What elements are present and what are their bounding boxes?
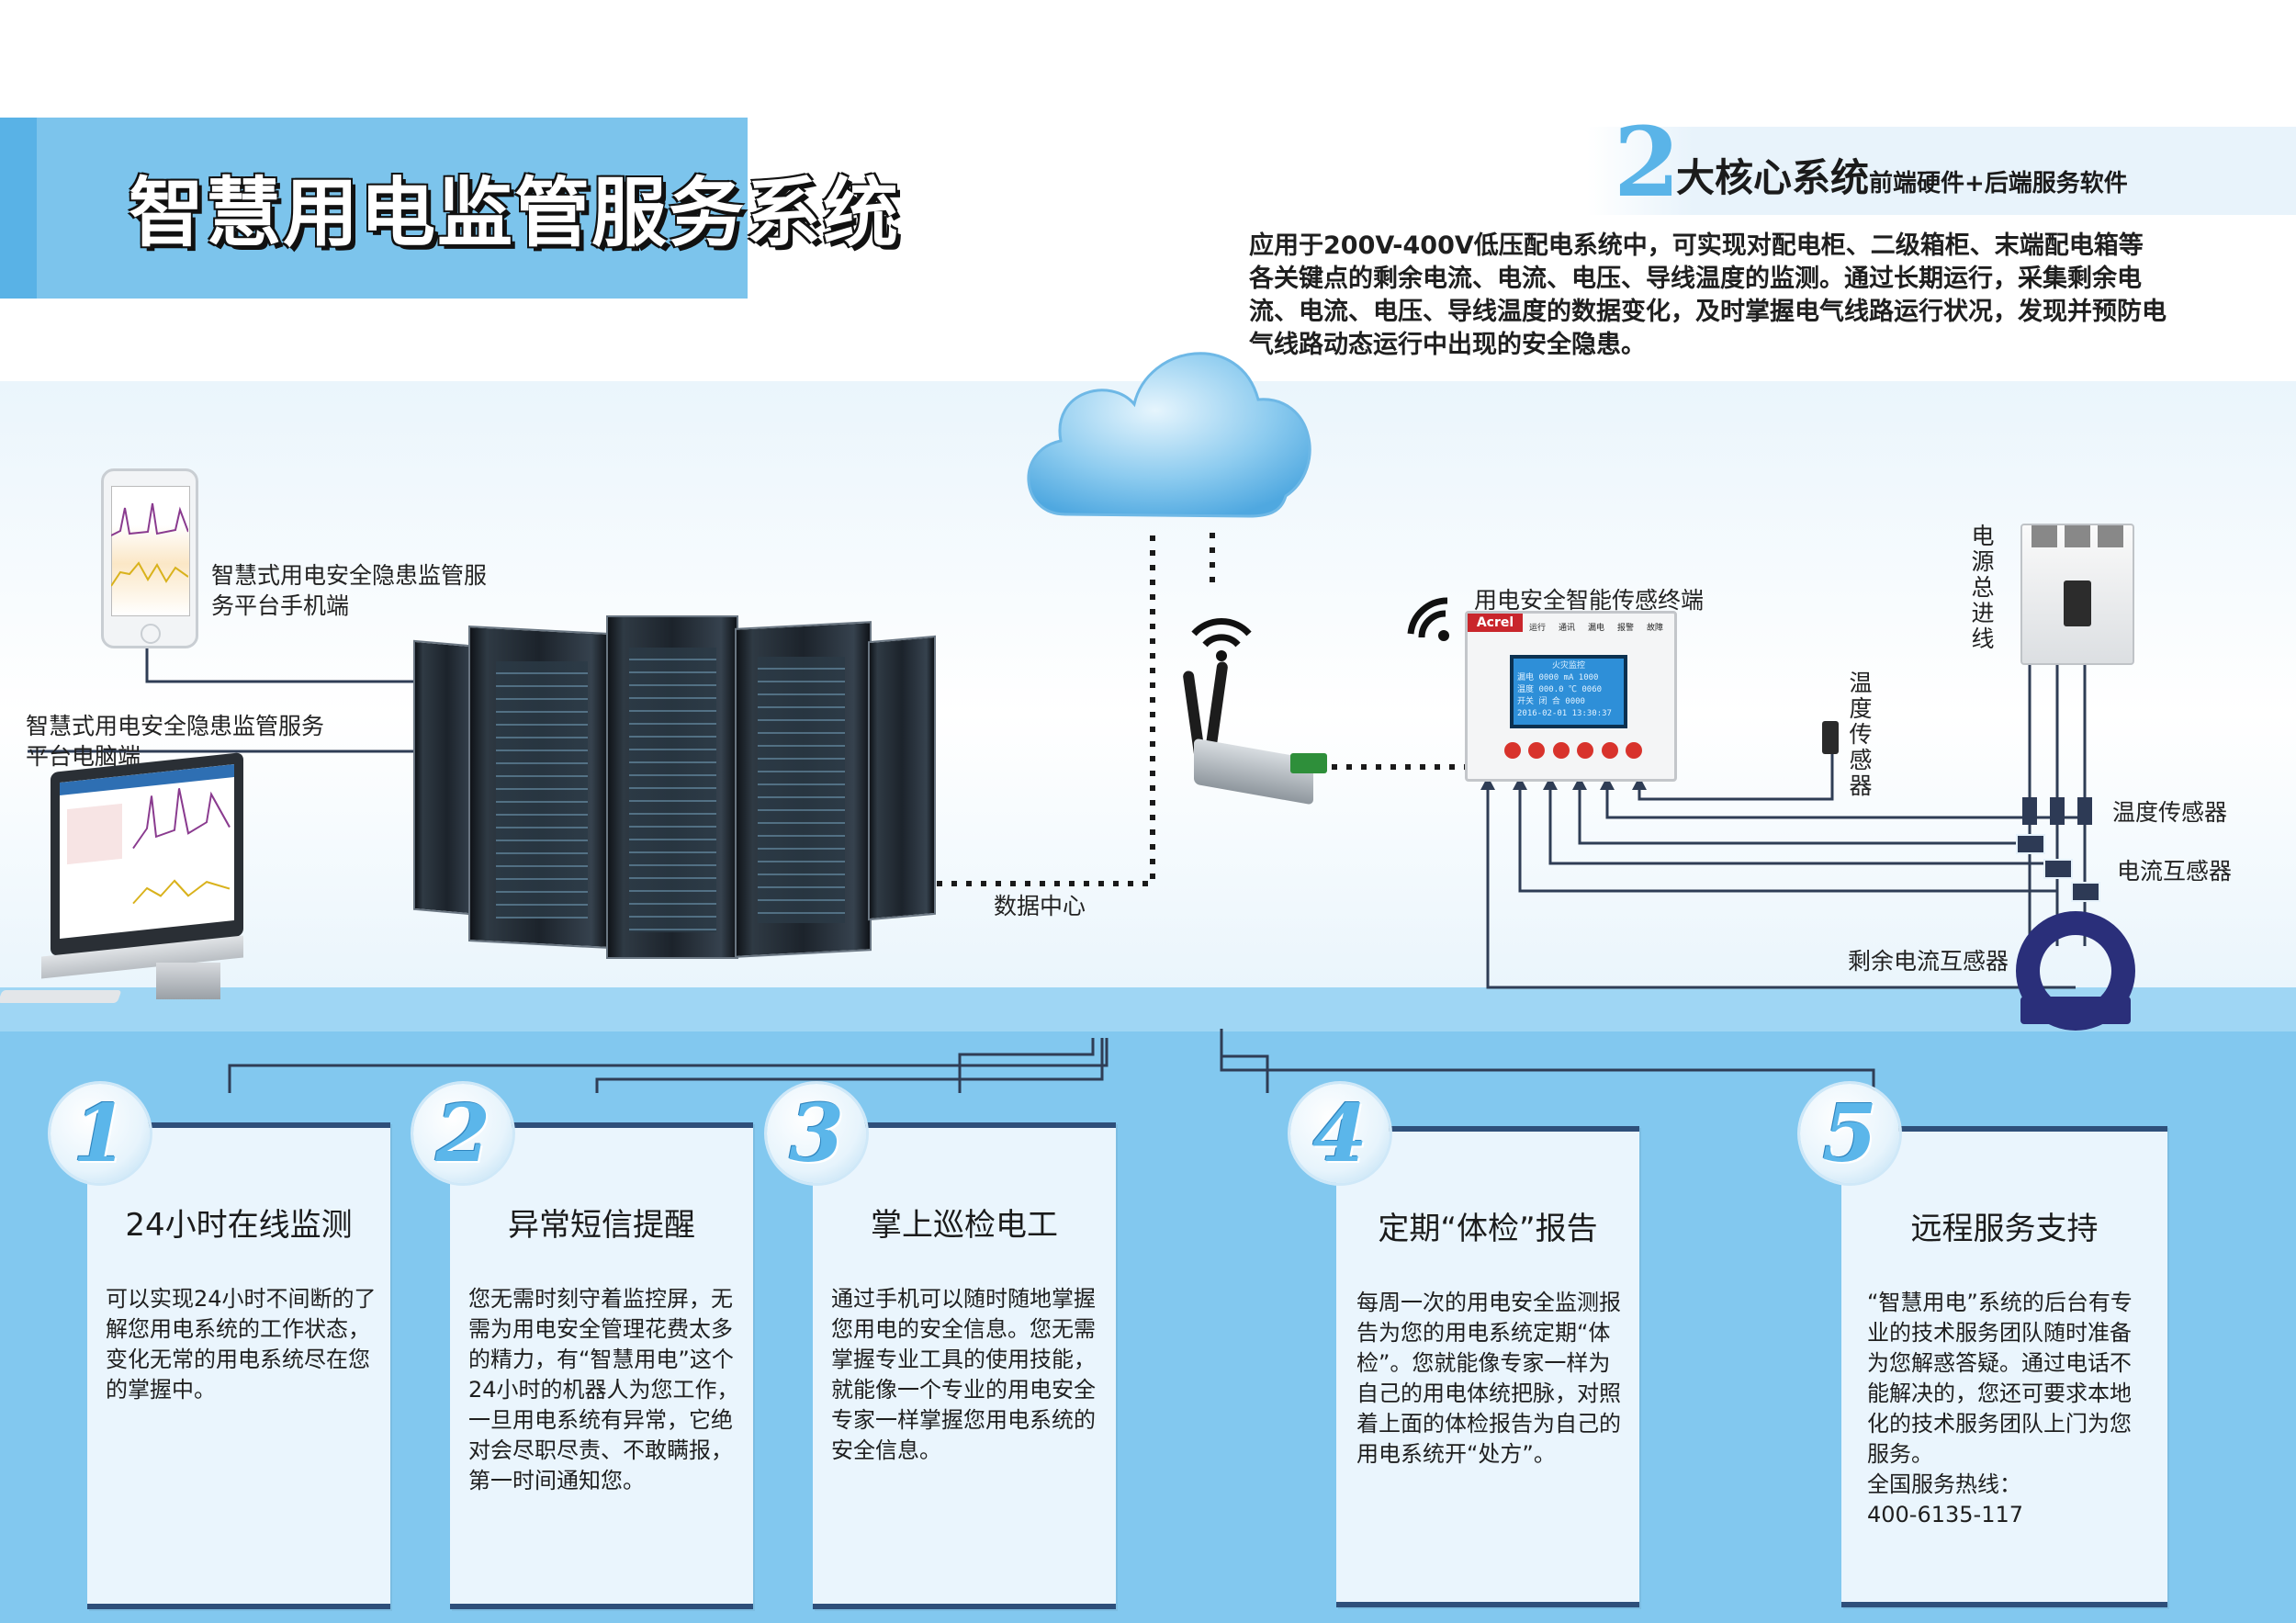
- cloud-icon: [1027, 352, 1311, 518]
- led-label: 报警: [1616, 624, 1634, 633]
- title-band: [0, 118, 748, 299]
- screen-value: 闭 合: [1538, 697, 1560, 706]
- screen-datetime: 2016-02-01 13:30:37: [1517, 709, 1612, 718]
- badge-number: 4: [1312, 1088, 1367, 1180]
- badge-number: 1: [73, 1088, 128, 1180]
- device-brand: Acrel: [1468, 614, 1523, 632]
- screen-label: 开关: [1517, 697, 1535, 706]
- core-number: 2: [1614, 106, 1681, 219]
- wireless-router-icon: [1182, 660, 1332, 808]
- mobile-phone-icon: [101, 468, 198, 648]
- feature-text: 每周一次的用电安全监测报告为您的用电系统定期“体检”。您就能像专家一样为自己的用…: [1356, 1290, 1621, 1467]
- terminal-label: 用电安全智能传感终端: [1474, 587, 1705, 614]
- badge-number: 5: [1822, 1088, 1877, 1180]
- screen-value: 0000 mA: [1538, 673, 1574, 682]
- screen-label: 温度: [1517, 685, 1535, 694]
- feature-title: 掌上巡检电工: [871, 1207, 1058, 1244]
- wifi-signal-icon: [1191, 618, 1252, 661]
- monitor-stand: [156, 963, 220, 999]
- feature-number-badge: 3: [767, 1084, 866, 1183]
- feature-text: 可以实现24小时不间断的了解您用电系统的工作状态，变化无常的用电系统尽在您的掌握…: [106, 1286, 377, 1403]
- device-led-row: 运行 通讯 漏电 报警 故障: [1523, 621, 1670, 648]
- led-label: 漏电: [1587, 624, 1604, 633]
- feature-title: 定期“体检”报告: [1378, 1211, 1598, 1247]
- datacenter-label: 数据中心: [994, 893, 1086, 919]
- computer-icon: [41, 751, 243, 979]
- led-label: 运行: [1528, 624, 1546, 633]
- device-wifi-icon: [1407, 597, 1449, 641]
- temp-sensor-label: 温度传感器: [2112, 799, 2228, 826]
- screen-label: 漏电: [1517, 673, 1535, 682]
- ct-label: 电流互感器: [2117, 858, 2233, 885]
- screen-num: 0000: [1565, 697, 1585, 706]
- screen-num: 0060: [1581, 685, 1603, 694]
- screen-value: 000.0 ℃: [1538, 685, 1577, 694]
- screen-title: 火灾监控: [1551, 661, 1585, 671]
- led-label: 故障: [1646, 624, 1663, 633]
- rct-base: [2020, 997, 2131, 1024]
- feature-title: 24小时在线监测: [125, 1207, 353, 1244]
- screen-num: 1000: [1578, 673, 1599, 682]
- feature-text: 您无需时刻守着监控屏，无需为用电安全管理花费太多的精力，有“智慧用电”这个24小…: [468, 1286, 739, 1493]
- feature-number-badge: 2: [413, 1084, 512, 1183]
- page-title: 智慧用电监管服务系统: [129, 170, 901, 257]
- temp-sensor-vertical-label: 温度传感器: [1849, 670, 1873, 799]
- feature-card-4: 定期“体检”报告 每周一次的用电安全监测报告为您的用电系统定期“体检”。您就能像…: [1336, 1126, 1639, 1607]
- badge-number: 2: [435, 1088, 490, 1180]
- intro-text: 应用于200V-400V低压配电系统中，可实现对配电柜、二级箱柜、末端配电箱等各…: [1249, 231, 2167, 359]
- device-buttons: [1504, 742, 1642, 761]
- core-band: [1587, 127, 2296, 215]
- feature-text: “智慧用电”系统的后台有专业的技术服务团队随时准备为您解惑答疑。通过电话不能解决…: [1867, 1290, 2133, 1467]
- circuit-breaker-icon: [2020, 524, 2134, 665]
- led-label: 通讯: [1558, 624, 1575, 633]
- feature-card-2: 异常短信提醒 您无需时刻守着监控屏，无需为用电安全管理花费太多的精力，有“智慧用…: [450, 1122, 753, 1609]
- power-inlet-label: 电源总进线: [1971, 523, 1995, 652]
- core-subtitle: 前端硬件+后端服务软件: [1869, 170, 2128, 197]
- feature-title: 远程服务支持: [1910, 1211, 2099, 1247]
- hotline-label: 全国服务热线：: [1867, 1471, 2021, 1497]
- core-title-main: 大核心系统: [1676, 155, 1870, 200]
- temperature-probe-icon: [1822, 721, 1839, 754]
- features-top-band: [0, 987, 2296, 1031]
- core-title: 大核心系统前端硬件+后端服务软件: [1676, 147, 2128, 203]
- hotline-number: 400-6135-117: [1867, 1502, 2024, 1527]
- device-screen: 火灾监控 漏电 0000 mA 1000 温度 000.0 ℃ 0060 开关 …: [1510, 655, 1627, 728]
- feature-text-block: “智慧用电”系统的后台有专业的技术服务团队随时准备为您解惑答疑。通过电话不能解决…: [1867, 1288, 2147, 1530]
- smart-terminal-device: Acrel 运行 通讯 漏电 报警 故障 火灾监控 漏电 0000 mA 100…: [1465, 611, 1677, 782]
- feature-text: 通过手机可以随时随地掌握您用电的安全信息。您无需掌握专业工具的使用技能，就能像一…: [831, 1286, 1096, 1463]
- feature-number-badge: 4: [1290, 1084, 1390, 1183]
- badge-number: 3: [789, 1088, 844, 1180]
- feature-number-badge: 5: [1800, 1084, 1899, 1183]
- keyboard-icon: [0, 990, 122, 1003]
- feature-number-badge: 1: [51, 1084, 150, 1183]
- mobile-label: 智慧式用电安全隐患监管服务平台手机端: [211, 562, 488, 619]
- feature-card-3: 掌上巡检电工 通过手机可以随时随地掌握您用电的安全信息。您无需掌握专业工具的使用…: [813, 1122, 1116, 1609]
- feature-card-5: 远程服务支持 “智慧用电”系统的后台有专业的技术服务团队随时准备为您解惑答疑。通…: [1841, 1126, 2167, 1607]
- feature-title: 异常短信提醒: [508, 1207, 695, 1244]
- rcd-label: 剩余电流互感器: [1848, 948, 2009, 975]
- feature-card-1: 24小时在线监测 可以实现24小时不间断的了解您用电系统的工作状态，变化无常的用…: [87, 1122, 390, 1609]
